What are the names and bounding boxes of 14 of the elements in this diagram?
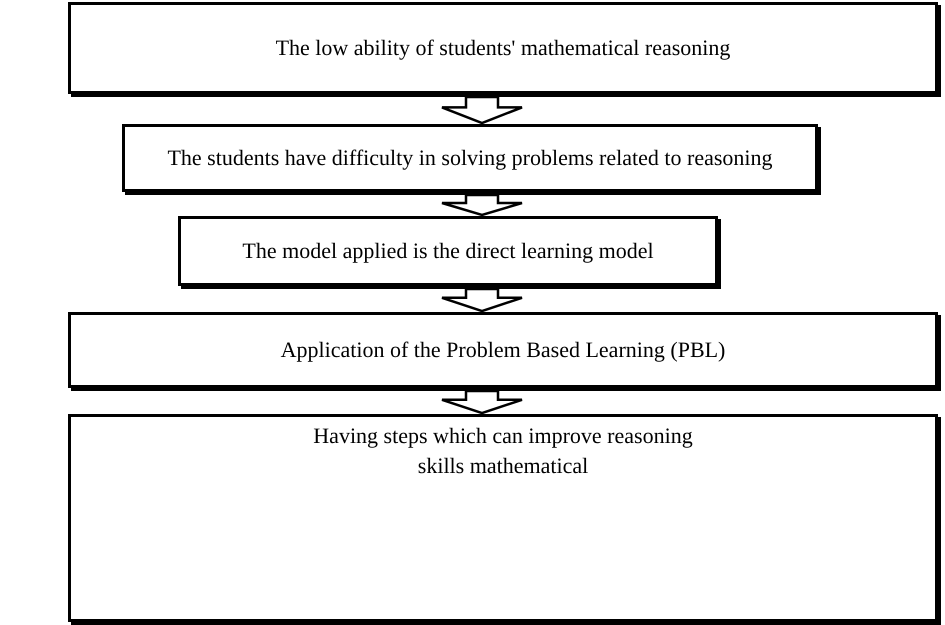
- process-box: [68, 312, 938, 388]
- block-arrow: [440, 390, 524, 414]
- block-arrow: [440, 288, 524, 312]
- box-text: The low ability of students' mathematical reasoning: [276, 34, 730, 62]
- block-arrow: [440, 194, 524, 216]
- process-box: [122, 124, 818, 192]
- block-arrow: [440, 96, 524, 124]
- box-text: The model applied is the direct learning model: [242, 237, 654, 266]
- process-box: [178, 216, 718, 286]
- box-text: The students have difficulty in solving problems related to reasoning: [167, 144, 773, 172]
- process-box: [68, 2, 938, 94]
- box-text: Application of the Problem Based Learning (PBL): [280, 336, 726, 364]
- box-text: Having steps which can improve reasoning skills mathematical: [312, 422, 694, 480]
- process-box: [68, 414, 938, 622]
